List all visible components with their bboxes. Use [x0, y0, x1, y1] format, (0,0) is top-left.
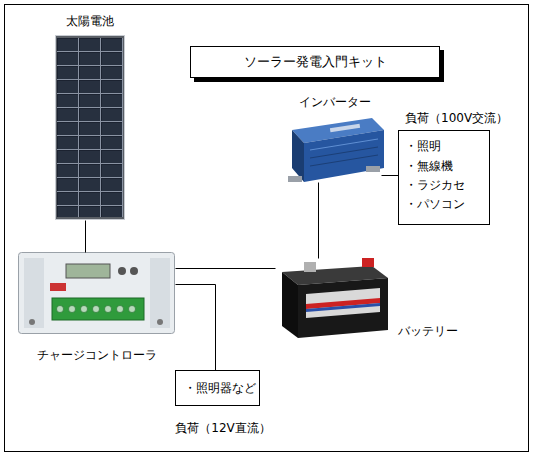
node-heading: チャージコントローラ: [18, 348, 175, 362]
list-item: ・無線機: [405, 159, 485, 173]
wire-line: [318, 183, 319, 259]
list-item: ・照明器など: [184, 381, 256, 395]
node-heading: インバーター: [280, 95, 390, 109]
inverter-image: [288, 118, 384, 182]
wire-line: [85, 221, 86, 253]
inverter: インバーター: [285, 115, 385, 187]
battery: バッテリー: [280, 258, 390, 340]
charge-controller: チャージコントローラ: [18, 252, 175, 334]
solar-panel-image: [55, 35, 125, 220]
list-item: ・パソコン: [405, 197, 485, 211]
title-box: ソーラー発電入門キット: [190, 46, 440, 78]
node-heading: バッテリー: [398, 324, 478, 338]
list-item: ・ラジカセ: [405, 178, 485, 192]
diagram-title: ソーラー発電入門キット: [244, 53, 387, 71]
list-item: ・照明: [405, 139, 485, 153]
solar-panel: 太陽電池: [55, 35, 125, 220]
wire-line: [382, 175, 399, 176]
node-heading: 太陽電池: [35, 14, 145, 28]
node-heading: 負荷（100V交流）: [405, 111, 525, 125]
ac-load-box: 負荷（100V交流）・照明・無線機・ラジカセ・パソコン: [398, 130, 490, 225]
dc-load-box: ・照明器など負荷（12V直流）: [175, 370, 260, 406]
wire-line: [176, 285, 216, 371]
charge-controller-image: [19, 253, 175, 334]
battery-image: [282, 258, 388, 338]
outer-frame: [5, 5, 529, 452]
node-heading: 負荷（12V直流）: [168, 421, 278, 435]
wire-line: [176, 268, 276, 269]
